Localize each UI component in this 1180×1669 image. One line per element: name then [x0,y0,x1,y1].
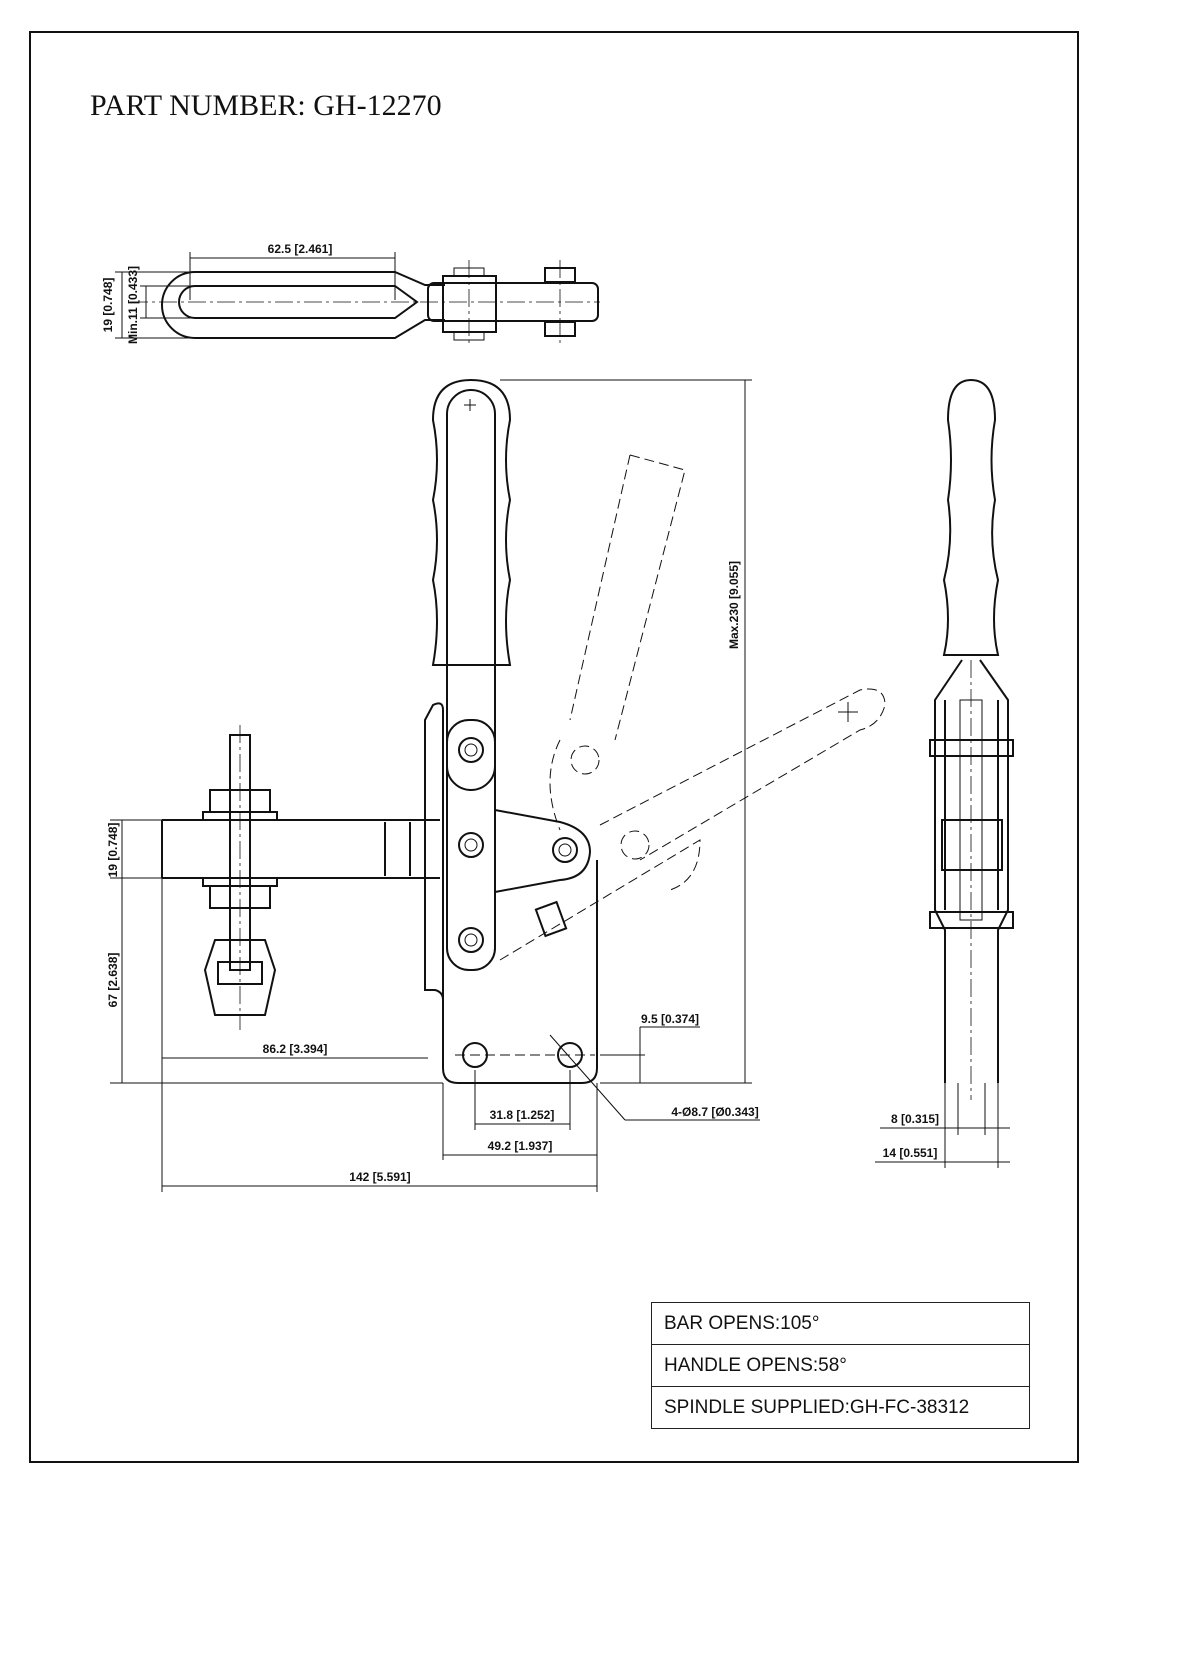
spec-bar-opens: BAR OPENS:105° [664,1313,820,1334]
dim-hole-offset: 9.5 [0.374] [641,1012,699,1026]
dim-overall-length: 142 [5.591] [349,1170,410,1184]
dim-top-length: 62.5 [2.461] [268,242,333,256]
drawing-border [29,31,1079,1463]
dim-hole-spacing: 31.8 [1.252] [490,1108,555,1122]
spec-spindle: SPINDLE SUPPLIED:GH-FC-38312 [652,1386,1029,1428]
front-view: 8 [0.315] 14 [0.551] [875,378,1014,1168]
dim-side-outer: 14 [0.551] [883,1146,938,1160]
dim-top-min-slot: Min.11 [0.433] [126,266,140,344]
dim-bar-height: 67 [2.638] [106,953,120,1008]
dim-side-inner: 8 [0.315] [891,1112,939,1126]
side-view: Max.230 [9.055] 19 [0.748] 67 [2.638] 86… [106,378,886,1192]
dim-top-width: 19 [0.748] [101,278,115,333]
spec-table: BAR OPENS:105° HANDLE OPENS:58° SPINDLE … [651,1302,1030,1429]
top-view: 62.5 [2.461] 19 [0.748] Min.11 [0.433] [101,242,600,345]
dim-base-width: 49.2 [1.937] [488,1139,553,1153]
dim-hole-diameter: 4-Ø8.7 [Ø0.343] [671,1105,758,1119]
dim-bar-reach: 86.2 [3.394] [263,1042,328,1056]
spec-handle-opens: HANDLE OPENS:58° [652,1344,1029,1386]
part-number-title: PART NUMBER: GH-12270 [90,89,442,122]
dim-max-height: Max.230 [9.055] [727,561,741,649]
dim-bar-thickness: 19 [0.748] [106,823,120,878]
